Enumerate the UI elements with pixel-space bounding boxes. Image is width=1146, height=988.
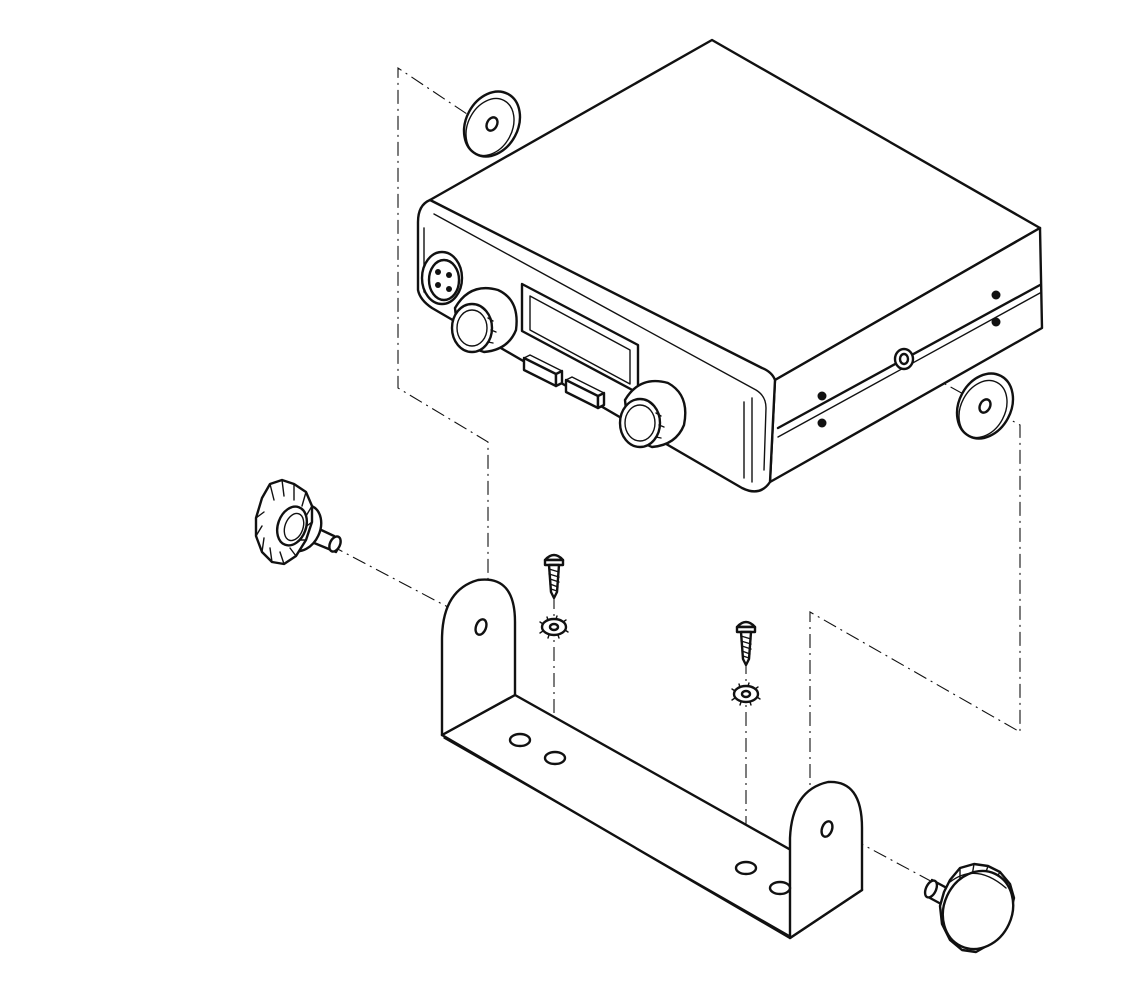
lock-washer-right [731,682,761,706]
washer-top-left [462,90,522,158]
screw-left [543,553,565,600]
guide-line-left-washer [397,66,489,625]
radio-unit [416,38,1044,493]
radio-side-mount-hole [893,347,915,371]
knob-right [923,862,1016,954]
bracket-right-ear [788,780,864,940]
knob-left [254,478,342,566]
volume-knob [450,286,518,354]
front-button-right [564,376,606,410]
screw-right [735,620,757,667]
squelch-knob [618,379,687,449]
washer-right [955,372,1015,440]
bracket-left-ear [440,578,517,737]
mounting-bracket [440,578,864,940]
guide-line-right-knob [827,825,941,887]
microphone-connector [420,250,464,306]
front-button-left [522,354,564,388]
lock-washer-left [539,615,569,639]
